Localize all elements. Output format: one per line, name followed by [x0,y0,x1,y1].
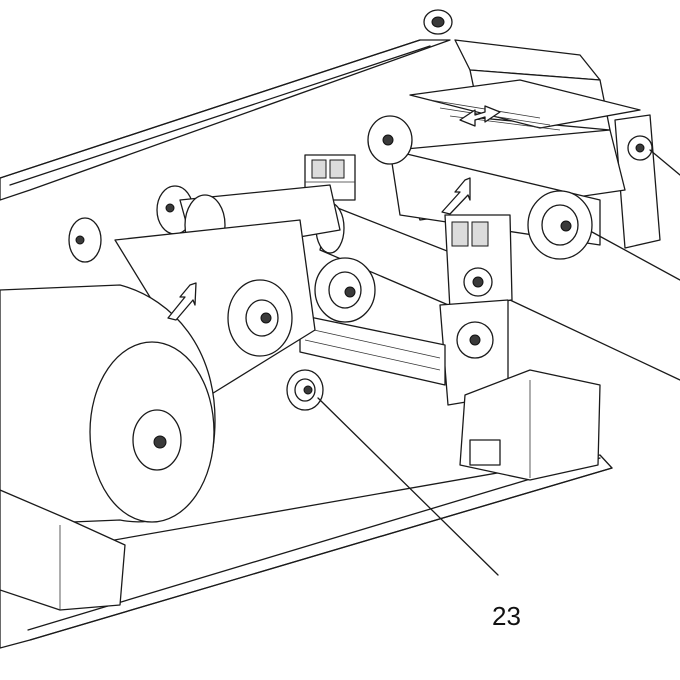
guide-roller-23 [286,369,324,411]
material-roll [0,284,216,526]
cross-rail [299,314,446,386]
leader-lines [317,299,680,576]
rear-frame [409,9,680,249]
arrow-middle [441,177,471,215]
roller-right [367,115,680,281]
motor-left [0,489,126,611]
reference-label-23: 23 [492,601,521,631]
arrow-left [167,282,197,321]
motor-right [459,369,601,481]
arrow-upper-double [459,105,501,127]
front-bracket [439,214,513,406]
web-sheet-left [114,219,316,396]
base-plate [0,39,613,649]
